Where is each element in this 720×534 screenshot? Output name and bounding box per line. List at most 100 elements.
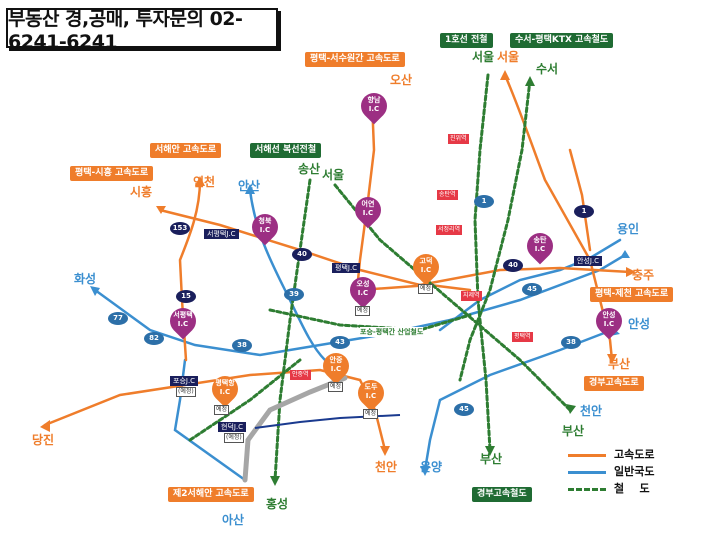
junction-pyeongtaek: 평택J.C bbox=[332, 263, 361, 273]
expwy-seohae bbox=[178, 178, 202, 362]
station-pyeongtaek: 평택역 bbox=[512, 332, 533, 342]
label-pyeongtaek-jecheon: 평택-제천 고속도로 bbox=[590, 287, 674, 302]
city-chungju: 충주 bbox=[632, 268, 655, 282]
legend-national-label: 일반국도 bbox=[614, 465, 655, 478]
page-title: 부동산 경,공매, 투자문의 02-6241-6241 bbox=[6, 8, 278, 53]
shield-38: 38 bbox=[232, 339, 252, 352]
city-cheonan-east: 천안 bbox=[580, 404, 603, 418]
ic-dodu-label: 도두 I.C bbox=[364, 383, 378, 400]
shield-38b: 38 bbox=[561, 336, 581, 349]
shield-45: 45 bbox=[522, 283, 542, 296]
city-incheon: 인천 bbox=[193, 175, 216, 189]
shield-39: 39 bbox=[284, 288, 304, 301]
city-siheung: 시흥 bbox=[130, 185, 153, 199]
expwy-pyeongtaek-jecheon bbox=[158, 208, 632, 287]
city-osan: 오산 bbox=[390, 73, 413, 87]
label-gyeongbu-rail: 경부고속철도 bbox=[472, 487, 532, 502]
shield-77: 77 bbox=[108, 312, 128, 325]
ic-anjung-pin: 안중 I.C bbox=[317, 347, 355, 387]
shield-15: 15 bbox=[176, 290, 196, 303]
ic-hyangnam-pin: 향남 I.C bbox=[355, 87, 393, 127]
city-asan: 아산 bbox=[222, 513, 245, 527]
city-busan-expwy: 부산 bbox=[608, 357, 631, 371]
ic-songtan-pin: 송탄 I.C bbox=[521, 227, 559, 267]
ic-hyangnam-label: 향남 I.C bbox=[367, 96, 381, 113]
junction-seopyeongtaek: 서평택J.C bbox=[204, 229, 239, 239]
legend-rail-label: 철 도 bbox=[614, 482, 650, 495]
label-seohae-expwy: 서해안 고속도로 bbox=[150, 143, 222, 158]
tag-dodu: 예정 bbox=[363, 409, 379, 419]
city-dangjin: 당진 bbox=[32, 433, 55, 447]
shield-40b: 40 bbox=[503, 259, 523, 272]
city-ansan: 안산 bbox=[238, 179, 261, 193]
city-songsan: 송산 bbox=[298, 162, 321, 176]
city-seoul-west: 서울 bbox=[322, 168, 345, 182]
legend-expressway-swatch bbox=[568, 454, 606, 457]
station-songtan: 송탄역 bbox=[437, 190, 458, 200]
city-busan-ktx: 부산 bbox=[480, 452, 503, 466]
ic-pyeongtaekhang-pin: 평택항 I.C bbox=[206, 370, 244, 410]
station-jije: 지제역 bbox=[461, 291, 482, 301]
shield-153: 153 bbox=[170, 222, 190, 235]
label-srt: 수서-평택KTX 고속철도 bbox=[510, 33, 614, 48]
shield-1: 1 bbox=[474, 195, 494, 208]
rail-seohae bbox=[273, 178, 312, 482]
label-line1: 1호선 전철 bbox=[440, 33, 493, 48]
shield-40: 40 bbox=[292, 248, 312, 261]
road-45 bbox=[423, 328, 614, 472]
ic-cheongbuk-label: 청북 I.C bbox=[258, 217, 272, 234]
ic-anseong-label: 안성 I.C bbox=[602, 311, 616, 328]
shield-1b: 1 bbox=[574, 205, 594, 218]
city-suseo: 수서 bbox=[536, 62, 559, 76]
shield-82: 82 bbox=[144, 332, 164, 345]
tag-godeok: 예정 bbox=[418, 284, 434, 294]
expwy-gyeongbu bbox=[503, 73, 614, 362]
expwy-seohae2 bbox=[242, 375, 348, 483]
ic-dodu-pin: 도두 I.C bbox=[352, 374, 390, 414]
station-seojeong: 서정리역 bbox=[436, 225, 463, 235]
tag-poseung: (예정) bbox=[176, 387, 196, 397]
ic-oseong-label: 오성 I.C bbox=[356, 280, 370, 297]
road-45-north bbox=[438, 238, 622, 332]
junction-hyeondeok: 현덕J.C bbox=[218, 422, 247, 432]
legend-national-swatch bbox=[568, 471, 606, 474]
city-hongseong: 홍성 bbox=[266, 497, 289, 511]
city-seoul-rail: 서울 bbox=[472, 50, 495, 64]
tag-hyeondeok: (예정) bbox=[224, 433, 244, 443]
junction-poseung: 포승J.C bbox=[170, 376, 199, 386]
legend-expressway-label: 고속도로 bbox=[614, 448, 655, 461]
station-jinwi: 진위역 bbox=[448, 134, 469, 144]
ic-seopyeongtaek-label: 서평택 I.C bbox=[173, 311, 193, 328]
ic-godeok-pin: 고덕 I.C bbox=[407, 248, 445, 288]
ic-eoyeon-label: 어연 I.C bbox=[361, 200, 375, 217]
ic-oseong-pin: 오성 I.C bbox=[344, 271, 382, 311]
city-seoul-expwy: 서울 bbox=[497, 50, 520, 64]
ic-songtan-label: 송탄 I.C bbox=[533, 236, 547, 253]
city-hwaseong: 화성 bbox=[74, 272, 97, 286]
city-cheonan: 천안 bbox=[375, 460, 398, 474]
legend-rail-swatch bbox=[568, 488, 606, 491]
ic-cheongbuk-pin: 청북 I.C bbox=[246, 208, 284, 248]
shield-43: 43 bbox=[330, 336, 350, 349]
tag-pyeongtaekhang: 예정 bbox=[214, 405, 230, 415]
rail-srt bbox=[458, 78, 532, 382]
city-onyang: 온양 bbox=[420, 460, 443, 474]
city-anseong: 안성 bbox=[628, 317, 651, 331]
label-pyeongtaek-seosuwon: 평택-서수원간 고속도로 bbox=[305, 52, 405, 67]
road-38-82 bbox=[93, 253, 627, 357]
ic-anseong-pin: 안성 I.C bbox=[590, 302, 628, 342]
label-poseung-rail: 포승-평택간 산업철도 bbox=[360, 327, 424, 337]
city-yongin: 용인 bbox=[617, 222, 640, 236]
shield-45b: 45 bbox=[454, 403, 474, 416]
ic-eoyeon-pin: 어연 I.C bbox=[349, 191, 387, 231]
rail-southwest bbox=[188, 358, 302, 442]
tag-oseong: 예정 bbox=[355, 306, 371, 316]
ic-anjung-label: 안중 I.C bbox=[329, 356, 343, 373]
ic-pyeongtaekhang-label: 평택항 I.C bbox=[215, 379, 235, 396]
label-gyeongbu-expwy: 경부고속도로 bbox=[584, 376, 644, 391]
label-seohae2: 제2서해안 고속도로 bbox=[168, 487, 254, 502]
junction-ansung: 안성J.C bbox=[574, 256, 603, 266]
label-seohae-rail: 서해선 복선전철 bbox=[250, 143, 322, 158]
